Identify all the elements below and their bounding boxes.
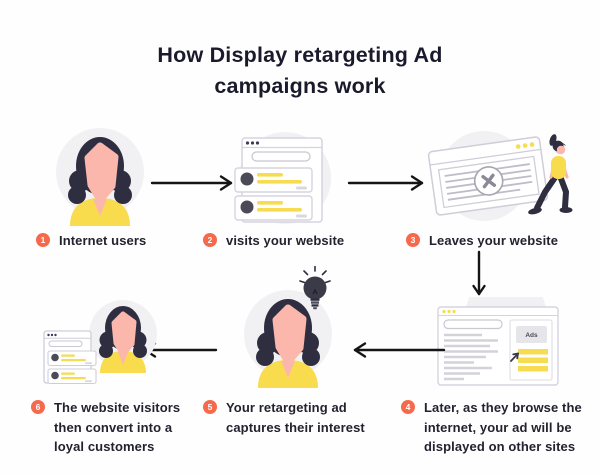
step-4-label: 4 Later, as they browse the internet, yo… [401, 398, 587, 457]
step-number-badge: 5 [203, 400, 217, 414]
step-label-text: Your retargeting ad captures their inter… [226, 400, 365, 435]
content-card [47, 350, 97, 367]
step-label-text: visits your website [226, 233, 345, 248]
step-label-text: Leaves your website [429, 233, 559, 248]
content-card [234, 195, 313, 221]
arrow-down-icon [472, 250, 486, 296]
step-6-label: 6 The website visitors then convert into… [31, 398, 183, 457]
arrow-right-icon [150, 175, 233, 191]
step-label-text: The website visitors then convert into a… [54, 400, 181, 454]
woman-avatar-icon [244, 290, 332, 388]
step-3-label: 3 Leaves your website [406, 231, 586, 251]
browser-window-icon [43, 330, 97, 385]
step-number-badge: 2 [203, 233, 217, 247]
walking-person-icon [528, 134, 573, 215]
content-card [234, 167, 313, 193]
step-label-text: Internet users [59, 233, 147, 248]
loyal-customer-illustration [38, 297, 168, 397]
text-lines [444, 333, 498, 381]
step-label-text: Later, as they browse the internet, your… [424, 400, 582, 454]
cursor-icon [510, 352, 519, 362]
ads-box-label: Ads [525, 332, 538, 339]
internet-user-illustration [50, 126, 150, 226]
interested-user-illustration [238, 288, 338, 388]
leaving-website-illustration [418, 120, 588, 230]
browser-ads-icon: Ads [437, 297, 559, 386]
website-illustration [230, 128, 345, 228]
woman-avatar-icon [56, 128, 144, 226]
step-1-label: 1 Internet users [36, 231, 176, 251]
content-card [47, 368, 97, 385]
arrow-right-icon [347, 175, 424, 191]
close-x-icon [481, 173, 497, 189]
closed-browser-icon [427, 131, 573, 221]
browser-window-icon [234, 132, 331, 224]
idea-indicator [297, 265, 333, 315]
step-number-badge: 6 [31, 400, 45, 414]
page-title: How Display retargeting Ad campaigns wor… [157, 43, 443, 98]
step-number-badge: 3 [406, 233, 420, 247]
step-number-badge: 1 [36, 233, 50, 247]
ads-box: Ads [516, 326, 547, 343]
step-number-badge: 4 [401, 400, 415, 414]
arrow-left-icon [353, 342, 446, 358]
lightbulb-icon [299, 265, 331, 310]
step-5-label: 5 Your retargeting ad captures their int… [203, 398, 375, 437]
ad-on-other-site-illustration: Ads [428, 297, 588, 389]
woman-with-browser-icon [43, 300, 157, 385]
step-2-label: 2 visits your website [203, 231, 368, 251]
